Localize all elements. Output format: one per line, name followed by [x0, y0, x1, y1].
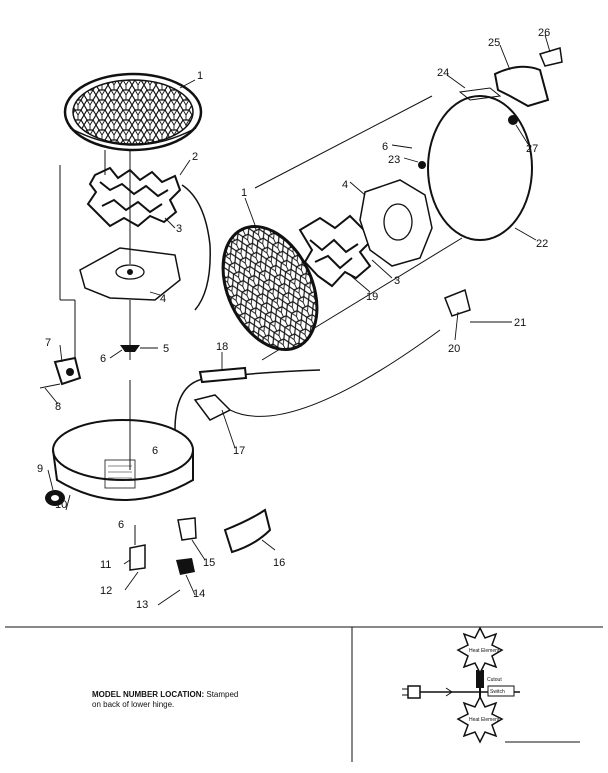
callout-13: 13: [136, 599, 148, 611]
callout-19: 19: [366, 291, 378, 303]
reflector-plate-left: [79, 247, 181, 301]
callout-24: 24: [437, 67, 449, 79]
callout-23: 23: [388, 154, 400, 166]
callout-labels: 1 2 3 4 5 6 7 8 9 10 11 12 13 14 15 6 6 …: [37, 27, 550, 611]
knob-part: [45, 490, 65, 506]
callout-15: 15: [203, 557, 215, 569]
grille-right: [221, 224, 319, 352]
callout-22: 22: [536, 238, 548, 250]
callout-1-top: 1: [197, 70, 203, 82]
hinge-part: [223, 508, 272, 554]
base-ring: [52, 419, 194, 501]
callout-18: 18: [216, 341, 228, 353]
callout-25: 25: [488, 37, 500, 49]
callout-17: 17: [233, 445, 245, 457]
heat-element-star-top: [456, 626, 504, 675]
switch-part: [39, 356, 82, 389]
callout-5: 5: [163, 343, 169, 355]
divider-lines: [5, 626, 603, 762]
callout-11: 11: [100, 559, 111, 571]
callout-3-left: 3: [176, 223, 182, 235]
callout-21: 21: [514, 317, 526, 329]
handle-parts: [418, 47, 563, 169]
foot-parts: [129, 517, 197, 575]
callout-20: 20: [448, 343, 460, 355]
model-location-heading: MODEL NUMBER LOCATION:: [92, 690, 205, 699]
screw-left: [120, 345, 140, 352]
callout-2: 2: [192, 151, 198, 163]
callout-4-left: 4: [160, 293, 166, 305]
callout-7: 7: [45, 337, 51, 349]
callout-14: 14: [193, 588, 205, 600]
model-number-caption: MODEL NUMBER LOCATION: Stamped on back o…: [92, 690, 352, 710]
grille-top: [63, 72, 203, 152]
model-location-line2: on back of lower hinge.: [92, 700, 175, 709]
cord-and-clamps: [174, 329, 441, 431]
callout-16: 16: [273, 557, 285, 569]
fuse-label: Cutout: [487, 677, 502, 683]
callout-12: 12: [100, 585, 112, 597]
callout-6-right: 6: [382, 141, 388, 153]
callout-27: 27: [526, 143, 538, 155]
model-location-line1: Stamped: [204, 690, 239, 699]
assembly-guide-lines-left: [59, 150, 136, 545]
heat-element-bottom-label: Heat Element: [469, 717, 500, 723]
heat-element-star-bottom: [456, 695, 504, 744]
bracket-20: [444, 288, 471, 317]
callout-26: 26: [538, 27, 550, 39]
callout-3-right: 3: [394, 275, 400, 287]
wiring-schematic: Heat Element Heat Element Cutout Switch: [402, 626, 520, 744]
callout-6-left: 6: [100, 353, 106, 365]
heat-element-top-label: Heat Element: [469, 648, 500, 654]
callout-4-right: 4: [342, 179, 348, 191]
callout-6-lower: 6: [118, 519, 124, 531]
switch-label: Switch: [490, 689, 505, 695]
callout-1-right: 1: [241, 187, 247, 199]
callout-9: 9: [37, 463, 43, 475]
heating-element-left: [86, 166, 211, 311]
leader-lines: [44, 34, 551, 606]
reflector-plate-right: [359, 179, 433, 267]
callout-10: 10: [55, 499, 67, 511]
callout-8: 8: [55, 401, 61, 413]
callout-6-ring: 6: [152, 445, 158, 457]
heating-element-right: [298, 214, 374, 288]
